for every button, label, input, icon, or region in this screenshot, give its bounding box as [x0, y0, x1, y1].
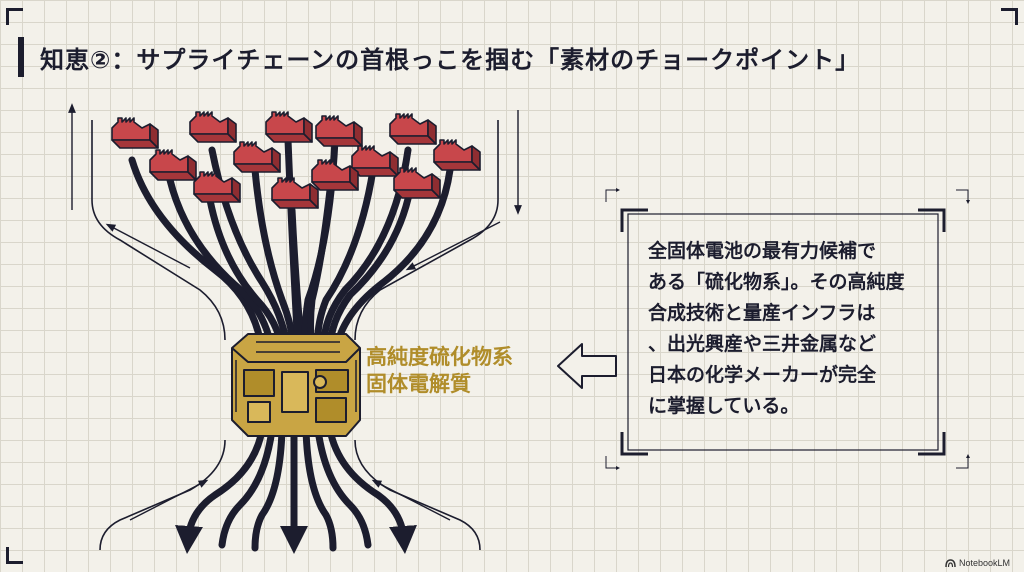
factory-icon — [433, 139, 481, 171]
factory-icon — [149, 149, 197, 181]
outer-line-right-bottom — [354, 439, 481, 551]
brand-mark: NotebookLM — [945, 558, 1010, 568]
arrow-diag-right — [405, 221, 501, 271]
cable-out — [218, 426, 276, 549]
cables-top — [128, 136, 454, 354]
cable-out — [302, 426, 337, 552]
factory-icon — [351, 145, 399, 177]
callout-decor-arrows — [605, 188, 970, 470]
callout-corner-bl — [620, 432, 648, 456]
cable — [166, 176, 276, 354]
factory-icon — [111, 117, 159, 149]
factory-icon — [193, 171, 241, 203]
outer-flow-lines — [91, 120, 499, 551]
arrow-diag-left — [105, 223, 191, 269]
arrow-diag-bottom-right — [371, 479, 451, 521]
callout-line: に掌握している。 — [648, 395, 800, 417]
factory-icon — [389, 113, 437, 145]
cable — [206, 196, 286, 354]
cable-out — [314, 426, 372, 549]
arrow-diag-bottom-left — [129, 479, 209, 521]
title-text: 知恵②：サプライチェーンの首根っこを掴む「素材のチョークポイント」 — [40, 45, 861, 74]
core-label-line2: 固体電解質 — [366, 372, 471, 396]
brand-text: NotebookLM — [958, 558, 1010, 568]
flow-arrows — [68, 103, 522, 521]
callout-text: 全固体電池の最有力候補で ある「硫化物系」。その高純度 合成技術と量産インフラは… — [648, 236, 920, 422]
page-title: 知恵②：サプライチェーンの首根っこを掴む「素材のチョークポイント」 — [18, 37, 861, 77]
callout-box: 全固体電池の最有力候補で ある「硫化物系」。その高純度 合成技術と量産インフラは… — [628, 214, 938, 450]
cables-bottom — [175, 426, 417, 554]
cable-out — [175, 426, 266, 554]
cable — [332, 166, 454, 354]
cable — [307, 186, 334, 354]
callout-line: 、出光興産や三井金属など — [648, 333, 877, 355]
notebooklm-logo-icon — [945, 558, 956, 567]
core-label: 高純度硫化物系 固体電解質 — [366, 344, 513, 398]
cable-out — [251, 426, 286, 552]
title-accent-bar — [18, 37, 24, 77]
callout-frame — [620, 208, 946, 456]
factory-icon — [393, 167, 441, 199]
cable — [326, 186, 414, 354]
callout-line: ある「硫化物系」。その高純度 — [648, 271, 905, 293]
outer-line-left-bottom — [99, 439, 226, 551]
cable-out — [326, 426, 417, 554]
cable — [251, 166, 298, 354]
factory-group — [111, 111, 481, 209]
callout-corner-tl — [620, 208, 648, 232]
factory-icon — [311, 159, 359, 191]
chip-core-icon — [231, 333, 361, 437]
callout-corner-tr — [918, 208, 946, 232]
core-label-line1: 高純度硫化物系 — [366, 345, 513, 369]
cable — [314, 166, 377, 354]
factory-icon — [315, 115, 363, 147]
outer-line-right-top — [354, 120, 499, 341]
callout-line: 合成技術と量産インフラは — [648, 302, 876, 324]
callout-line: 全固体電池の最有力候補で — [648, 240, 877, 262]
callout-corner-br — [918, 432, 946, 456]
frame-corner-bl — [6, 547, 23, 564]
outer-line-left-top — [91, 120, 226, 341]
factory-icon — [233, 141, 281, 173]
callout-line: 日本の化学メーカーが完全 — [648, 364, 877, 386]
factory-icon — [271, 177, 319, 209]
factory-icon — [265, 111, 313, 143]
factory-icon — [189, 111, 237, 143]
frame-corner-tr — [1001, 8, 1018, 25]
frame-corner-tl — [6, 8, 23, 25]
arrow-left-icon — [557, 343, 617, 389]
